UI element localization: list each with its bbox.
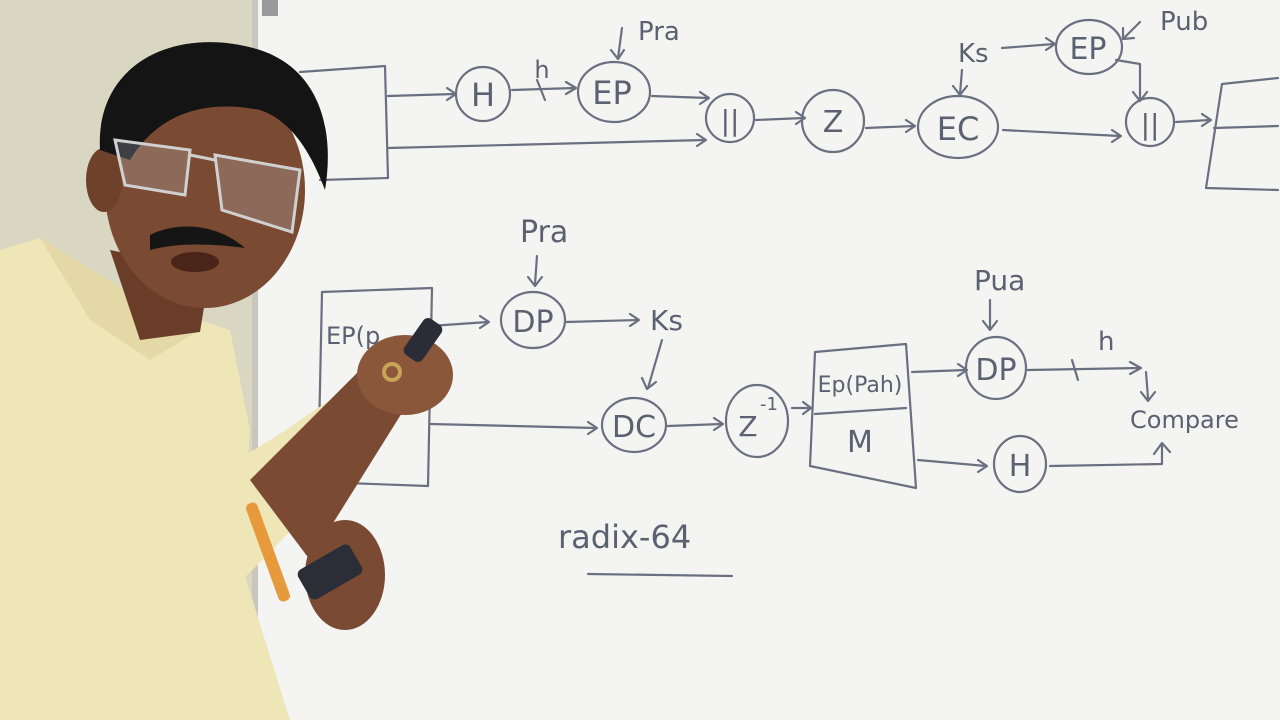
top-encrypt-public-label: EP [1069,32,1106,67]
top-public-key-label: Pub [1160,7,1208,37]
bottom-decrypt-conventional-label: DC [612,410,656,445]
top-compress-label: Z [823,105,844,140]
top-hash-label: H [471,76,495,114]
bottom-compare-label: Compare [1130,406,1239,434]
bottom-session-key-label: Ks [650,304,683,337]
bottom-decompress-exp-label: -1 [760,394,778,415]
bottom-message-box-label: EP(p [326,322,380,350]
bottom-private-key-label: Pra [520,215,568,250]
bottom-public-key-label: Pua [974,264,1025,297]
ear [86,148,122,212]
footer-note: radix-64 [558,518,691,556]
top-session-key-label: Ks [958,39,989,69]
top-encrypt-conventional-label: EC [937,110,980,148]
top-encrypt-private-label: EP [592,74,632,112]
bottom-hash-out-label: h [1098,327,1114,357]
board-clip [262,0,278,16]
top-private-key-label: Pra [638,17,680,47]
top-concat-1-label: || [721,104,740,137]
mouth [171,252,219,272]
bottom-decompress-label: Z [738,410,757,443]
bottom-decrypt-public-label: DP [975,353,1016,388]
bottom-decrypt-private-label: DP [512,305,553,340]
bottom-box-bottom-label: M [847,425,873,460]
top-concat-2-label: || [1141,108,1160,141]
bottom-box-top-label: Ep(Pah) [818,373,903,398]
top-hash-out-label: h [534,56,549,84]
bottom-hash-label: H [1009,449,1032,484]
